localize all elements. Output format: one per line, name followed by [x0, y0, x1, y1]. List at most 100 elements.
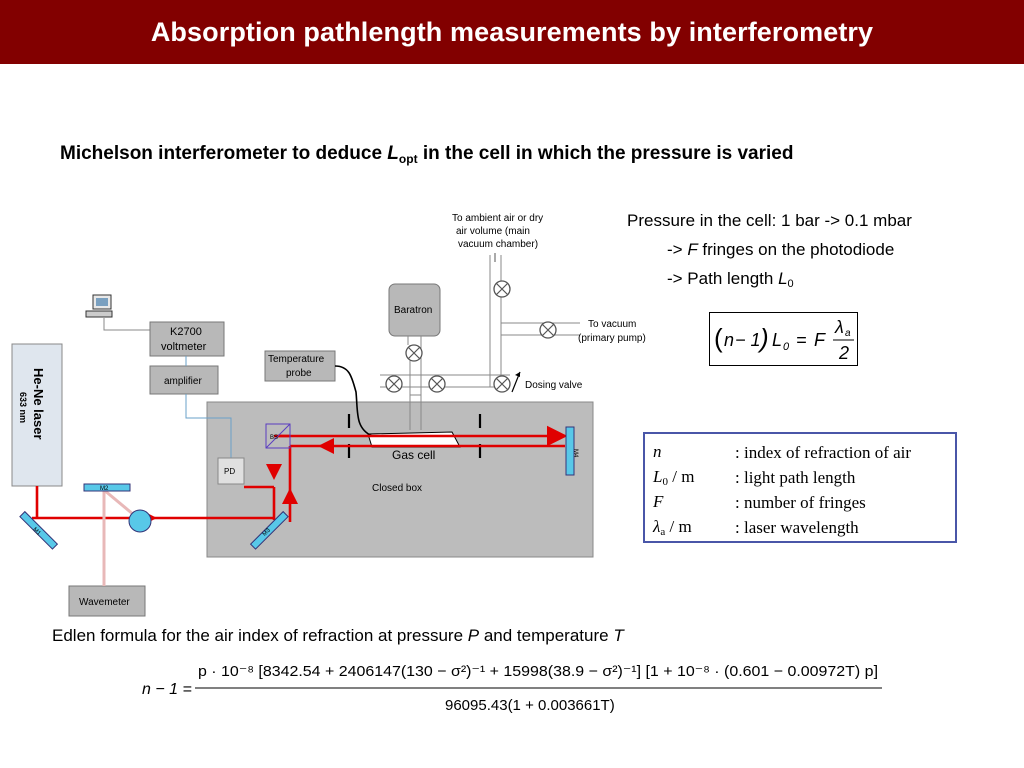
voltmeter-label-2: voltmeter — [161, 341, 207, 353]
pressure-line-3: -> Path length L0 — [627, 264, 912, 299]
wavemeter-box — [68, 585, 146, 617]
edlen-formula: n − 1 = p · 10⁻⁸ [8342.54 + 2406147(130 … — [140, 656, 900, 731]
legend-description: : laser wavelength — [735, 517, 859, 537]
legend-symbol: n — [653, 442, 735, 463]
pressure-line-3-symbol: L — [778, 269, 788, 288]
eq-n: n — [724, 330, 734, 350]
closed-box-label: Closed box — [372, 483, 422, 494]
pressure-line-3-subscript: 0 — [787, 278, 794, 290]
gas-lines — [380, 255, 580, 430]
pressure-line-2-suffix: fringes on the photodiode — [697, 240, 895, 259]
temperature-probe-cable — [334, 365, 373, 437]
m4-label: M4 — [572, 449, 578, 458]
mirror-m1 — [19, 510, 59, 550]
subtitle-prefix: Michelson interferometer to deduce — [60, 143, 388, 164]
m3-label: M3 — [262, 527, 273, 538]
pressure-line-3-prefix: -> Path length — [667, 269, 779, 288]
formula-denominator: 96095.43(1 + 0.003661T) — [445, 697, 615, 714]
he-ne-laser — [11, 343, 63, 487]
legend-sym-sub: a — [660, 526, 666, 538]
ambient-label-1: To ambient air or dry — [452, 213, 543, 224]
legend-symbol: L0 / m — [653, 467, 735, 488]
ambient-label-2: air volume (main — [456, 226, 530, 237]
legend-sym-sub: 0 — [662, 476, 668, 488]
temp-probe-label-1: Temperature — [268, 354, 325, 365]
pressure-notes: Pressure in the cell: 1 bar -> 0.1 mbar … — [627, 206, 912, 299]
edlen-caption: Edlen formula for the air index of refra… — [52, 626, 624, 646]
wavemeter-label: Wavemeter — [79, 597, 130, 608]
m2-label: M2 — [100, 486, 109, 492]
pathlength-equation: ( n − 1 ) L 0 = F λ a 2 — [709, 312, 858, 366]
edlen-mid: and temperature — [479, 626, 614, 645]
eq-lambda: λ — [834, 317, 844, 337]
beam-splitter-diag — [265, 423, 291, 449]
computer-icon — [85, 294, 113, 318]
formula-numerator: p · 10⁻⁸ [8342.54 + 2406147(130 − σ²)⁻¹ … — [198, 663, 878, 680]
header-bar: Absorption pathlength measurements by in… — [0, 0, 1024, 64]
beam-splitter — [265, 423, 291, 449]
legend-row: λa / m : laser wavelength — [653, 515, 955, 540]
edlen-prefix: Edlen formula for the air index of refra… — [52, 626, 468, 645]
signal-cable — [185, 356, 232, 458]
voltmeter-label-1: K2700 — [170, 326, 202, 338]
legend-row: L0 / m : light path length — [653, 465, 955, 490]
pressure-line-2: -> F fringes on the photodiode — [627, 235, 912, 264]
eq-minus-one: − 1 — [735, 330, 761, 350]
bs-label: BS — [270, 435, 278, 441]
formula-lhs: n − 1 = — [142, 681, 192, 698]
legend-unit: / m — [665, 517, 692, 536]
gas-cell-label: Gas cell — [392, 448, 435, 462]
vacuum-label-1: To vacuum — [588, 319, 636, 330]
subtitle-suffix: in the cell in which the pressure is var… — [417, 143, 794, 164]
legend-row: n : index of refraction of air — [653, 440, 955, 465]
baratron-gauge — [388, 283, 441, 337]
eq-denominator: 2 — [838, 343, 849, 363]
valve-crosses — [387, 282, 555, 391]
legend-sym-text: λ — [653, 517, 661, 536]
baratron-neck — [407, 336, 422, 345]
legend-description: : light path length — [735, 467, 856, 487]
ambient-label-3: vacuum chamber) — [458, 239, 538, 250]
mirror-m3 — [249, 510, 289, 550]
baratron-label: Baratron — [394, 305, 432, 316]
laser-label-2: 633 nm — [18, 392, 28, 423]
legend-sym-text: n — [653, 442, 662, 461]
eq-paren-close: ) — [757, 323, 769, 353]
m1-label: M1 — [31, 527, 42, 538]
setup-diagram: Closed box Dosing valve Baratron To ambi… — [11, 213, 646, 617]
eq-paren-open: ( — [714, 323, 723, 353]
apertures — [347, 414, 482, 458]
symbol-legend: n : index of refraction of air L0 / m : … — [643, 432, 957, 543]
eq-equals: = — [796, 330, 807, 350]
amplifier-label: amplifier — [164, 376, 202, 387]
legend-unit: / m — [667, 467, 695, 486]
mirror-m2 — [83, 483, 131, 492]
legend-symbol: F — [653, 492, 735, 513]
legend-description: : index of refraction of air — [735, 442, 912, 462]
eq-F: F — [814, 330, 826, 350]
temp-probe-label-2: probe — [286, 368, 312, 379]
photodiode — [217, 457, 245, 485]
pressure-line-2-prefix: -> — [667, 240, 688, 259]
subtitle-subscript: opt — [398, 152, 418, 166]
equation-svg: ( n − 1 ) L 0 = F λ a 2 — [714, 317, 854, 363]
pd-label: PD — [224, 467, 235, 476]
dosing-valve-label: Dosing valve — [525, 380, 583, 391]
legend-sym-text: F — [653, 492, 664, 511]
mirror-m4 — [565, 426, 575, 476]
legend-sym-text: L — [653, 467, 663, 486]
flip-mirror-icon — [128, 509, 152, 533]
eq-L-sub: 0 — [783, 341, 790, 353]
pressure-line-1: Pressure in the cell: 1 bar -> 0.1 mbar — [627, 211, 912, 230]
legend-row: F : number of fringes — [653, 490, 955, 515]
temperature-probe-box — [264, 350, 336, 382]
legend-description: : number of fringes — [735, 492, 866, 512]
voltmeter-box — [149, 321, 225, 357]
amplifier-box — [149, 365, 219, 395]
computer-cable — [103, 318, 150, 331]
section-subtitle: Michelson interferometer to deduce Lopt … — [60, 143, 793, 166]
edlen-T: T — [613, 626, 624, 645]
legend-symbol: λa / m — [653, 517, 735, 538]
formula-svg: n − 1 = p · 10⁻⁸ [8342.54 + 2406147(130 … — [142, 663, 882, 714]
pressure-line-2-symbol: F — [687, 240, 698, 259]
